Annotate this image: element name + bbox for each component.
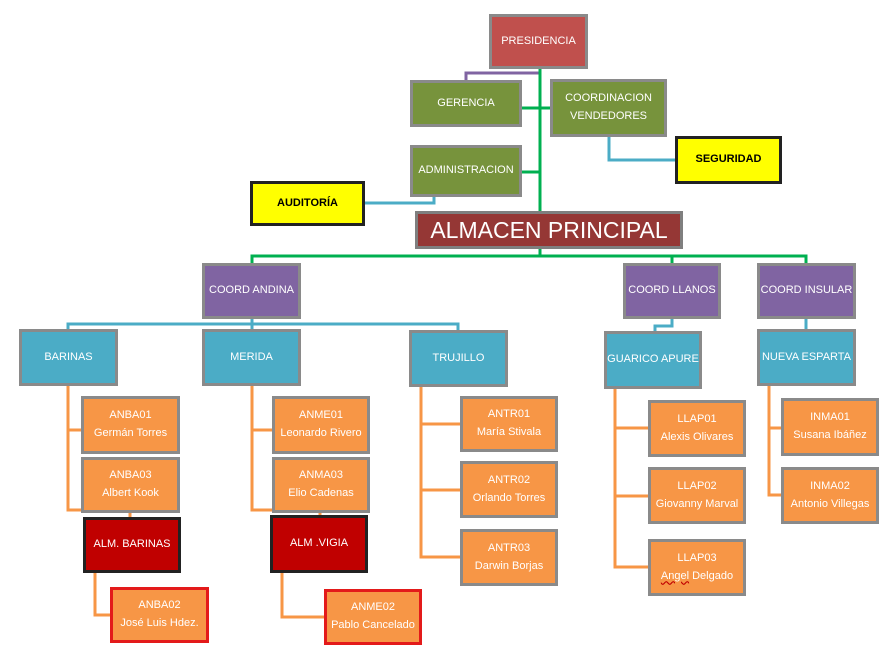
code-anba02: ANBA02	[138, 599, 181, 612]
box-llap02: LLAP02 Giovanny Marval	[648, 467, 746, 524]
label-merida: MERIDA	[230, 350, 273, 363]
name-anme01: Leonardo Rivero	[280, 427, 362, 439]
box-almacen-principal: ALMACEN PRINCIPAL	[415, 211, 683, 249]
name-antr01: María Stivala	[476, 426, 542, 438]
label-barinas: BARINAS	[44, 350, 93, 363]
box-seguridad: SEGURIDAD	[675, 136, 782, 184]
name-llap02: Giovanny Marval	[655, 497, 739, 510]
label-alm-vigia: ALM .VIGIA	[289, 537, 349, 550]
code-llap02: LLAP02	[677, 479, 717, 492]
box-alm-vigia: ALM .VIGIA	[270, 515, 368, 573]
connector-alm-vigia	[280, 573, 325, 619]
name-llap03-last: Delgado	[689, 569, 734, 582]
box-anba01: ANBA01 Germán Torres	[81, 396, 180, 454]
name-llap03-first: Angel	[660, 569, 690, 582]
connector-merida-tree	[250, 385, 273, 512]
box-anba02: ANBA02 José Luis Hdez.	[110, 587, 209, 643]
code-inma01: INMA01	[810, 411, 850, 424]
box-llap03: LLAP03 Angel Delgado	[648, 539, 746, 596]
name-llap03: Angel Delgado	[661, 568, 733, 586]
label-presidencia: PRESIDENCIA	[501, 34, 576, 47]
code-anme01: ANME01	[298, 409, 344, 422]
code-antr01: ANTR01	[487, 408, 531, 421]
name-anba01: Germán Torres	[93, 427, 168, 439]
label-nueva-esparta: NUEVA ESPARTA	[761, 350, 852, 363]
connector-andina-bus	[66, 322, 460, 330]
box-trujillo: TRUJILLO	[409, 330, 508, 387]
box-presidencia: PRESIDENCIA	[489, 14, 588, 69]
box-inma02: INMA02 Antonio Villegas	[781, 467, 879, 524]
box-guarico-apure: GUARICO APURE	[604, 331, 702, 389]
name-anba03: Albert Kook	[102, 487, 159, 499]
label-coord-llanos: COORD LLANOS	[628, 284, 716, 297]
code-anme02: ANME02	[350, 601, 396, 614]
code-anba01: ANBA01	[109, 409, 152, 422]
label-coord-andina: COORD ANDINA	[209, 284, 294, 297]
name-anba02: José Luis Hdez.	[120, 617, 199, 629]
box-inma01: INMA01 Susana Ibáñez	[781, 398, 879, 456]
label-trujillo: TRUJILLO	[432, 351, 485, 364]
box-nueva-esparta: NUEVA ESPARTA	[757, 329, 856, 386]
box-barinas: BARINAS	[19, 329, 118, 386]
box-coord-andina: COORD ANDINA	[202, 263, 301, 319]
connector-guarico-tree	[613, 388, 649, 569]
connector-trujillo-tree	[419, 386, 461, 559]
box-auditoria: AUDITORÍA	[250, 181, 365, 226]
box-antr03: ANTR03 Darwin Borjas	[460, 529, 558, 586]
label-alm-barinas: ALM. BARINAS	[93, 538, 171, 551]
box-alm-barinas: ALM. BARINAS	[83, 517, 181, 573]
box-gerencia: GERENCIA	[410, 80, 522, 127]
box-anma03: ANMA03 Elio Cadenas	[272, 457, 370, 513]
name-antr03: Darwin Borjas	[474, 559, 544, 572]
code-anma03: ANMA03	[298, 469, 344, 482]
connector-llanos-guarico	[653, 318, 674, 332]
name-anme02: Pablo Cancelado	[331, 619, 415, 631]
label-almacen-principal: ALMACEN PRINCIPAL	[430, 216, 668, 243]
box-anme02: ANME02 Pablo Cancelado	[324, 589, 422, 645]
box-antr01: ANTR01 María Stivala	[460, 396, 558, 452]
code-anba03: ANBA03	[109, 469, 152, 482]
code-llap01: LLAP01	[677, 412, 717, 425]
label-administracion: ADMINISTRACION	[418, 164, 514, 177]
box-coordinacion-vendedores: COORDINACION VENDEDORES	[550, 79, 667, 137]
box-antr02: ANTR02 Orlando Torres	[460, 461, 558, 518]
name-anma03: Elio Cadenas	[288, 487, 354, 499]
label-coord-insular: COORD INSULAR	[760, 284, 853, 297]
connector-seguridad	[607, 136, 676, 162]
label-coordinacion-line2: VENDEDORES	[569, 110, 648, 122]
name-llap01: Alexis Olivares	[660, 430, 734, 443]
code-antr02: ANTR02	[487, 473, 531, 486]
name-antr02: Orlando Torres	[472, 491, 546, 504]
box-anme01: ANME01 Leonardo Rivero	[272, 396, 370, 454]
label-seguridad: SEGURIDAD	[695, 153, 762, 166]
name-inma02: Antonio Villegas	[790, 497, 870, 510]
code-llap03: LLAP03	[677, 551, 717, 564]
box-merida: MERIDA	[202, 329, 301, 386]
label-auditoria: AUDITORÍA	[277, 196, 338, 209]
label-guarico-apure: GUARICO APURE	[607, 353, 699, 366]
box-administracion: ADMINISTRACION	[410, 145, 522, 197]
connector-esparta-tree	[767, 385, 782, 497]
box-coord-insular: COORD INSULAR	[757, 263, 856, 319]
code-antr03: ANTR03	[487, 541, 531, 554]
name-inma01: Susana Ibáñez	[793, 429, 867, 441]
label-coordinacion-line1: COORDINACION	[565, 92, 652, 105]
box-llap01: LLAP01 Alexis Olivares	[648, 400, 746, 457]
box-coord-llanos: COORD LLANOS	[623, 263, 721, 319]
connector-alm-barinas	[93, 573, 111, 617]
connector-coord-bus	[250, 254, 808, 264]
box-anba03: ANBA03 Albert Kook	[81, 457, 180, 513]
code-inma02: INMA02	[810, 479, 850, 492]
label-gerencia: GERENCIA	[437, 96, 495, 109]
connector-barinas-tree	[66, 385, 82, 512]
connector-auditoria	[364, 196, 436, 205]
